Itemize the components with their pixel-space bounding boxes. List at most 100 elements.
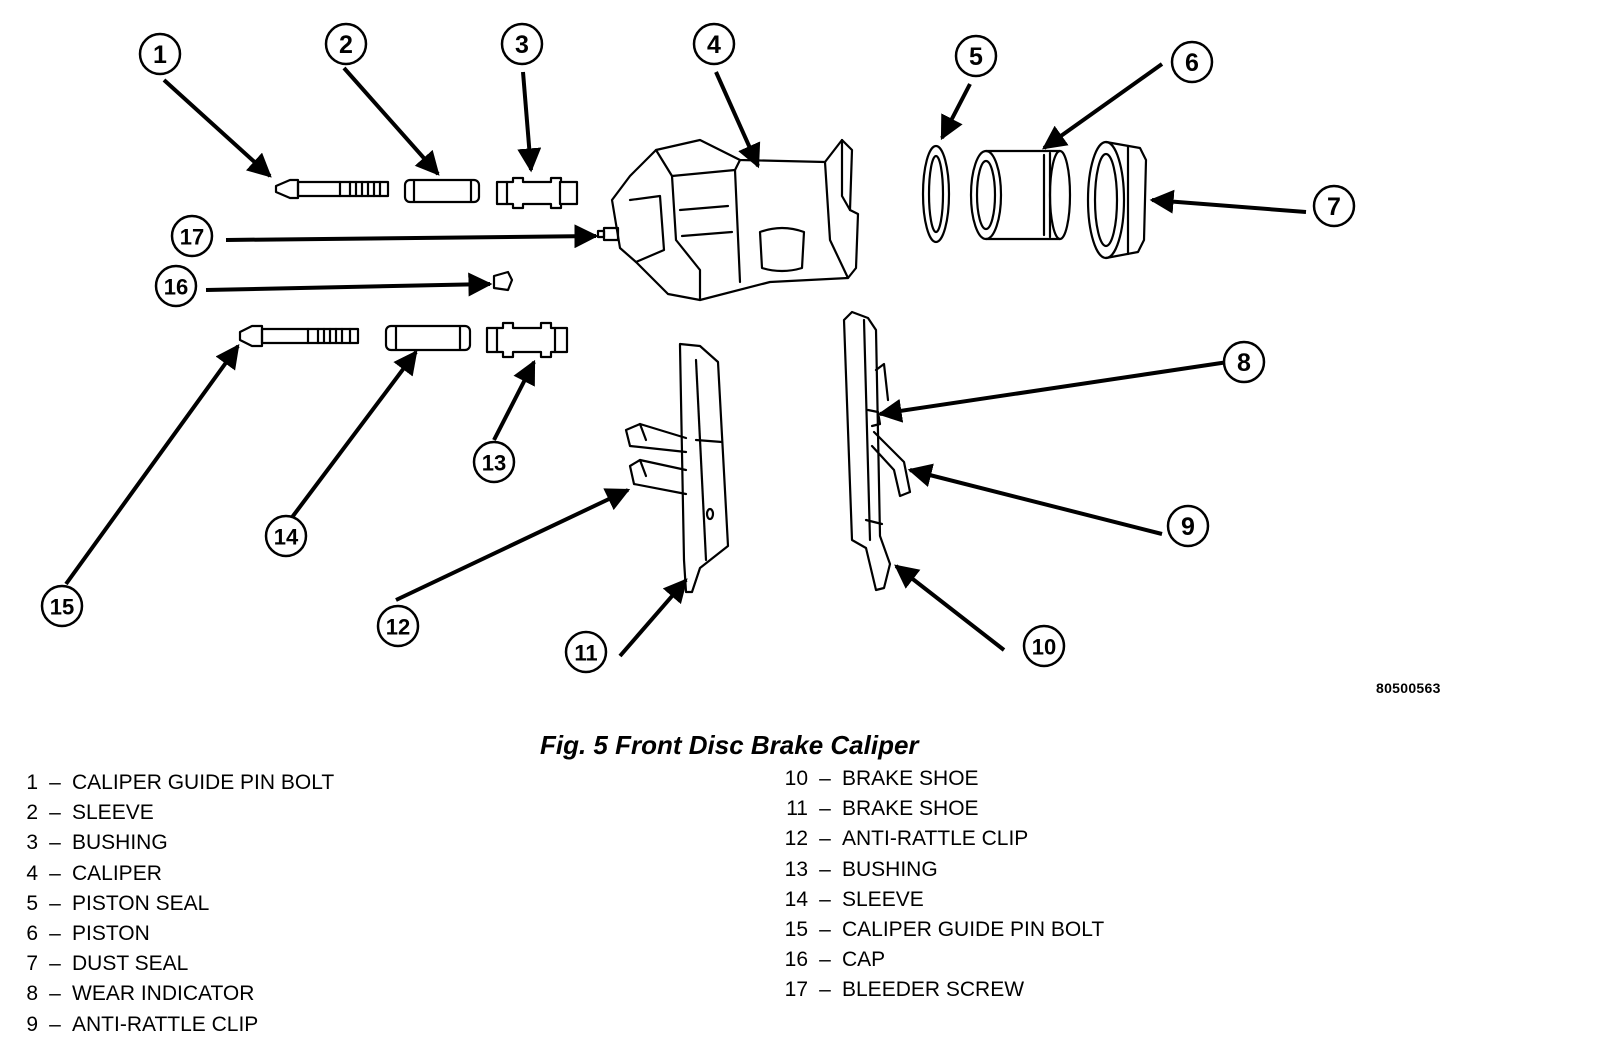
callout-2: 2: [339, 31, 353, 59]
callout-10: 10: [1032, 635, 1056, 660]
legend-dash: –: [819, 978, 831, 1002]
legend-label: BUSHING: [72, 831, 168, 855]
legend-number: 13: [784, 857, 808, 881]
legend-dash: –: [49, 861, 61, 885]
legend-item: 6–PISTON: [26, 919, 334, 949]
leader-arrow-6: [1042, 62, 1164, 150]
legend-number: 5: [26, 891, 38, 915]
callout-3: 3: [515, 31, 529, 59]
callout-circle-15: [40, 584, 84, 628]
legend-number: 12: [784, 827, 808, 851]
legend-dash: –: [819, 857, 831, 881]
legend-item: 4–CALIPER: [26, 859, 334, 889]
legend-number: 9: [26, 1012, 38, 1036]
legend-number: 4: [26, 861, 38, 885]
dust-seal: [1086, 140, 1148, 260]
legend-dash: –: [819, 827, 831, 851]
legend-dash: –: [49, 982, 61, 1006]
legend-item: 3–BUSHING: [26, 828, 334, 858]
leader-arrow-10: [894, 564, 1006, 652]
legend-label: WEAR INDICATOR: [72, 982, 255, 1006]
legend-number: 14: [784, 887, 808, 911]
piston: [969, 149, 1072, 241]
legend-dash: –: [49, 831, 61, 855]
leader-arrow-7: [1149, 189, 1307, 214]
leader-arrow-9: [907, 463, 1163, 536]
legend-item: 8–WEAR INDICATOR: [26, 979, 334, 1009]
callout-circle-4: [692, 22, 736, 66]
legend-number: 6: [26, 922, 38, 946]
legend-dash: –: [49, 891, 61, 915]
legend-dash: –: [49, 801, 61, 825]
legend-item: 12–ANTI-RATTLE CLIP: [782, 824, 1104, 854]
leader-arrow-11: [618, 578, 688, 658]
legend-number: 11: [786, 797, 808, 821]
legend-dash: –: [819, 948, 831, 972]
legend-label: ANTI-RATTLE CLIP: [72, 1012, 259, 1036]
leader-arrow-3: [517, 71, 542, 173]
legend-item: 17–BLEEDER SCREW: [782, 975, 1104, 1005]
leader-arrow-17: [225, 224, 599, 249]
legend-label: PISTON: [72, 922, 150, 946]
legend-label: CALIPER GUIDE PIN BOLT: [72, 771, 335, 794]
guide-pin-bolt-upper: [274, 178, 390, 200]
legend-label: BRAKE SHOE: [842, 797, 979, 821]
leader-arrow-16: [205, 272, 493, 297]
callout-circle-10: [1022, 624, 1066, 668]
leader-arrow-14: [288, 350, 418, 522]
callout-16: 16: [164, 275, 188, 300]
legend-label: DUST SEAL: [72, 952, 189, 976]
callout-9: 9: [1181, 513, 1195, 541]
callout-11: 11: [574, 641, 597, 666]
anti-rattle-clip-outboard: [870, 362, 912, 498]
legend-number: 1: [26, 771, 38, 794]
legend-label: CAP: [842, 948, 886, 972]
leader-arrow-8: [877, 360, 1229, 423]
legend-number: 16: [784, 948, 808, 972]
legend-number: 8: [26, 982, 38, 1006]
callout-circle-9: [1166, 504, 1210, 548]
leader-arrow-1: [162, 78, 272, 178]
callout-circle-14: [264, 514, 308, 558]
callout-circle-3: [500, 22, 544, 66]
callout-circle-1: [138, 32, 182, 76]
leader-arrow-12: [395, 488, 631, 602]
legend-label: PISTON SEAL: [72, 891, 210, 915]
callout-circle-16: [154, 264, 198, 308]
legend-item: 5–PISTON SEAL: [26, 889, 334, 919]
callout-4: 4: [707, 31, 721, 59]
piston-seal: [921, 144, 951, 244]
guide-pin-bolt-lower: [238, 324, 360, 348]
legend-number: 7: [26, 952, 38, 976]
callout-circle-8: [1222, 340, 1266, 384]
legend-label: SLEEVE: [72, 801, 154, 825]
legend-item: 9–ANTI-RATTLE CLIP: [26, 1010, 334, 1040]
cap: [492, 270, 514, 292]
callout-circle-5: [954, 34, 998, 78]
brake-shoe-inboard: [678, 342, 730, 594]
exploded-view-diagram: 1 2 3 4 5 6 7 8 9 10 11 12 13 14 15 16 1…: [40, 22, 1356, 674]
legend-dash: –: [819, 887, 831, 911]
figure-caption: Fig. 5 Front Disc Brake Caliper: [540, 730, 919, 760]
legend-label: BUSHING: [842, 857, 938, 881]
legend-number: 17: [784, 978, 808, 1002]
legend-number: 10: [784, 767, 808, 790]
legend-dash: –: [49, 1012, 61, 1036]
callout-circle-17: [170, 214, 214, 258]
leader-arrow-4: [714, 71, 761, 169]
legend-dash: –: [49, 952, 61, 976]
figure-id: 80500563: [1376, 680, 1441, 696]
brake-shoe-outboard: [842, 310, 892, 592]
leader-arrow-5: [940, 83, 972, 141]
callout-circle-12: [376, 604, 420, 648]
callout-17: 17: [180, 225, 204, 250]
bleeder-screw: [596, 226, 620, 242]
callout-15: 15: [50, 595, 74, 620]
legend-dash: –: [819, 797, 831, 821]
callout-13: 13: [482, 451, 506, 476]
legend-number: 2: [26, 801, 38, 825]
bushing-lower: [485, 321, 569, 359]
callout-14: 14: [274, 525, 299, 550]
legend-dash: –: [49, 771, 61, 794]
anti-rattle-clip-inboard: [624, 422, 688, 496]
